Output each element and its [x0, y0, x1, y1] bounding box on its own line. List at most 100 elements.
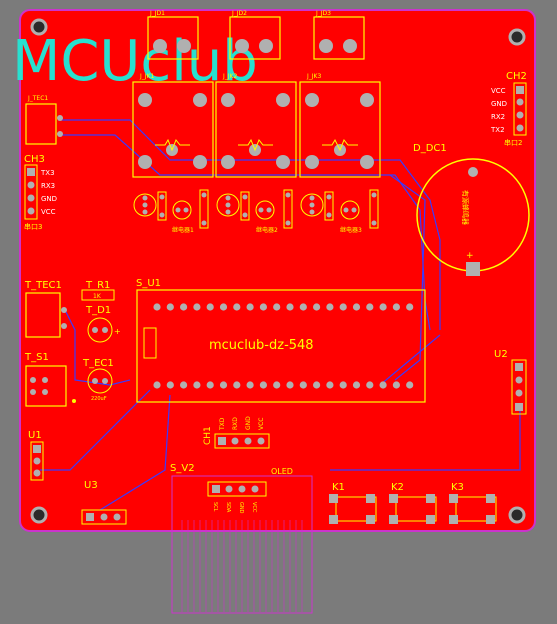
mcu-pin — [273, 303, 281, 311]
t-s1-connector: T_S1 — [24, 352, 76, 407]
j-tec1-connector: J_TEC1 — [25, 95, 63, 145]
svg-text:K3: K3 — [451, 482, 464, 493]
oled-hatch — [181, 520, 303, 612]
mcu-pin — [366, 381, 374, 389]
buzzer-d-dc1: D_DC1 + 有源蜂鸣器 — [413, 143, 530, 276]
mcu-pin — [379, 303, 387, 311]
svg-text:1K: 1K — [93, 293, 102, 300]
mcu-pin — [299, 303, 307, 311]
svg-text:U1: U1 — [28, 430, 42, 441]
oled-s-v2: S_V2 OLED SCL SDA GND VCC — [170, 463, 293, 514]
mcu-pin — [339, 303, 347, 311]
svg-text:mcuclub-dz-548: mcuclub-dz-548 — [209, 338, 314, 353]
mcu-pin — [299, 381, 307, 389]
svg-text:继电器2: 继电器2 — [256, 226, 278, 234]
mcu-pin — [326, 303, 334, 311]
mcu-pin — [233, 381, 241, 389]
mcu-pin — [246, 303, 254, 311]
mcu-pin — [286, 381, 294, 389]
mcu-pin — [313, 303, 321, 311]
svg-text:VCC: VCC — [491, 87, 506, 95]
mcu-pin — [153, 303, 161, 311]
ch1-header: CH1 TXD RXD GND VCC — [203, 416, 270, 449]
svg-text:TX3: TX3 — [40, 169, 55, 177]
mcu-pin — [392, 303, 400, 311]
mcu-pins-bottom — [153, 381, 414, 389]
svg-text:串口3: 串口3 — [24, 223, 42, 231]
svg-text:+: + — [114, 327, 121, 336]
pcb-board — [19, 9, 536, 532]
mcu-pin — [392, 381, 400, 389]
mcu-pin — [366, 303, 374, 311]
relay-jk3: J_JK3 — [299, 73, 381, 178]
svg-text:J_TEC1: J_TEC1 — [27, 95, 48, 102]
relay-jk1: J_JK1 — [132, 73, 214, 178]
relay-jk2: J_JK2 — [215, 73, 297, 178]
t-ec1-capacitor: T_EC1 220uF — [82, 358, 114, 402]
svg-text:GND: GND — [41, 195, 57, 203]
svg-text:J_JK1: J_JK1 — [139, 73, 154, 80]
j-jd2-connector: J_JD2 — [229, 10, 281, 60]
svg-text:T_D1: T_D1 — [85, 305, 111, 316]
mcu-pin — [339, 381, 347, 389]
mcu-pin — [406, 381, 414, 389]
mcu-pin — [246, 381, 254, 389]
button-k1: K1 — [329, 482, 377, 524]
mcu-pin — [286, 303, 294, 311]
driver-row-3: 继电器3 — [300, 189, 379, 234]
mcu-pin — [313, 381, 321, 389]
mcu-pin — [219, 303, 228, 311]
svg-text:SCL: SCL — [212, 502, 218, 512]
svg-text:D_DC1: D_DC1 — [413, 143, 447, 154]
svg-text:串口2: 串口2 — [504, 139, 522, 147]
driver-row-2: 继电器2 — [216, 189, 293, 234]
mcu-pin — [180, 381, 188, 389]
svg-text:CH2: CH2 — [506, 71, 527, 82]
svg-text:VCC: VCC — [251, 502, 257, 513]
svg-text:U2: U2 — [494, 349, 508, 360]
mcu-pin — [180, 303, 188, 311]
svg-text:SDA: SDA — [225, 502, 231, 513]
t-tec1-connector: T_TEC1 — [24, 280, 67, 338]
svg-text:VCC: VCC — [258, 418, 265, 430]
svg-text:有源蜂鸣器: 有源蜂鸣器 — [461, 190, 470, 225]
mounting-holes — [30, 18, 526, 524]
oled-overhang — [171, 475, 313, 614]
mcu-pin — [233, 303, 241, 311]
ch3-header: CH3 TX3 RX3 GND VCC 串口3 — [24, 154, 57, 231]
svg-text:CH3: CH3 — [24, 154, 45, 165]
svg-text:+: + — [466, 251, 474, 261]
svg-text:K1: K1 — [332, 482, 345, 493]
mcuclub-logo: MCUclub — [12, 29, 258, 94]
ch2-header: CH2 VCC GND RX2 TX2 串口2 — [490, 71, 527, 147]
mcu-pin — [193, 381, 201, 389]
svg-text:S_V2: S_V2 — [170, 463, 195, 474]
svg-text:J_JD3: J_JD3 — [315, 10, 331, 17]
svg-text:J_JK2: J_JK2 — [222, 73, 237, 80]
mcu-pin — [206, 303, 214, 311]
mcu-pin — [352, 303, 361, 311]
mcu-pin — [273, 381, 281, 389]
mcu-module-s-u1: S_U1 mcuclub-dz-548 — [136, 278, 426, 403]
u1-header: U1 — [28, 430, 44, 481]
mcu-pin — [379, 381, 387, 389]
mcu-pin — [326, 381, 334, 389]
svg-text:T_R1: T_R1 — [85, 280, 110, 291]
svg-text:J_JD1: J_JD1 — [149, 10, 165, 17]
button-k2: K2 — [389, 482, 437, 524]
mcu-pin — [193, 303, 201, 311]
svg-text:RX2: RX2 — [491, 113, 505, 121]
mcu-pin — [406, 303, 414, 311]
j-jd3-connector: J_JD3 — [313, 10, 365, 60]
t-r1-resistor: T_R1 1K — [81, 280, 115, 301]
u3-header: U3 — [81, 480, 127, 525]
mcu-pin — [166, 303, 174, 311]
svg-text:VCC: VCC — [41, 208, 56, 216]
svg-text:继电器1: 继电器1 — [172, 226, 194, 234]
j-jd1-connector: J_JD1 — [147, 10, 199, 60]
svg-text:GND: GND — [245, 416, 252, 430]
mcu-pin — [166, 381, 174, 389]
mcu-pin — [206, 381, 214, 389]
mcu-pin — [259, 303, 267, 311]
